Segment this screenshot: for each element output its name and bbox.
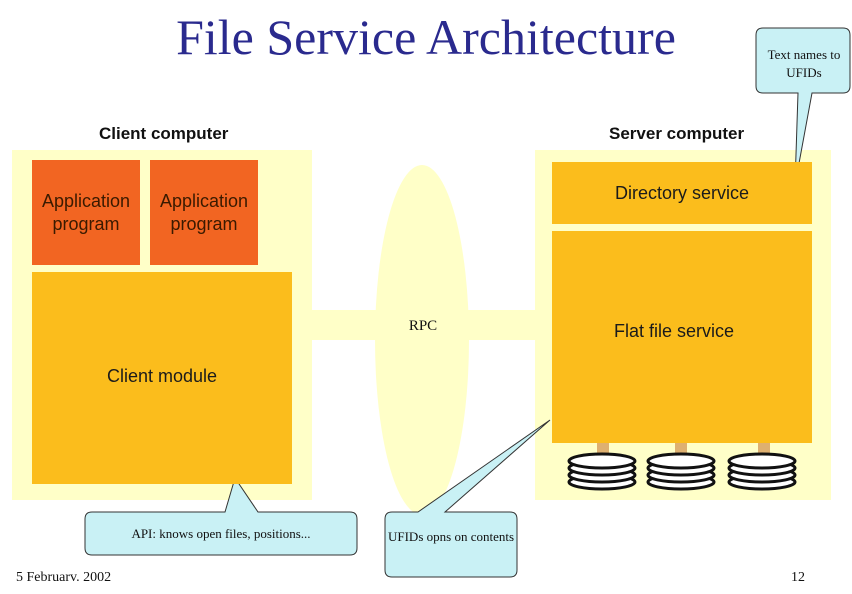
application-program-box-1: Application program xyxy=(32,160,140,265)
client-computer-label: Client computer xyxy=(99,124,229,143)
application-program-label-1: Application program xyxy=(41,190,131,234)
directory-service-label: Directory service xyxy=(614,182,750,203)
rpc-label: RPC xyxy=(408,318,438,334)
rpc-ellipse xyxy=(375,165,469,515)
client-module-label: Client module xyxy=(106,365,218,386)
flat-file-service-label: Flat file service xyxy=(614,321,735,341)
callout-api-text: API: knows open files, positions... xyxy=(131,526,311,541)
callout-ufids-text: UFIDs opns on contents xyxy=(387,529,515,544)
server-computer-label: Server computer xyxy=(609,124,745,143)
footer-date: 5 Februarv. 2002 xyxy=(16,570,112,585)
application-program-box-2: Application program xyxy=(150,160,258,265)
application-program-label-2: Application program xyxy=(159,190,249,234)
footer-page-number: 12 xyxy=(791,570,805,585)
callout-text-names xyxy=(755,27,851,186)
directory-service-box: Directory service xyxy=(552,162,812,224)
callout-api xyxy=(84,476,358,556)
flat-file-service-box: Flat file service xyxy=(552,231,812,443)
page-title: File Service Architecture xyxy=(176,9,676,65)
callout-ufids xyxy=(384,419,551,578)
client-module-box: Client module xyxy=(32,272,292,484)
callout-text-names-text: Text names to UFIDs xyxy=(767,47,841,80)
